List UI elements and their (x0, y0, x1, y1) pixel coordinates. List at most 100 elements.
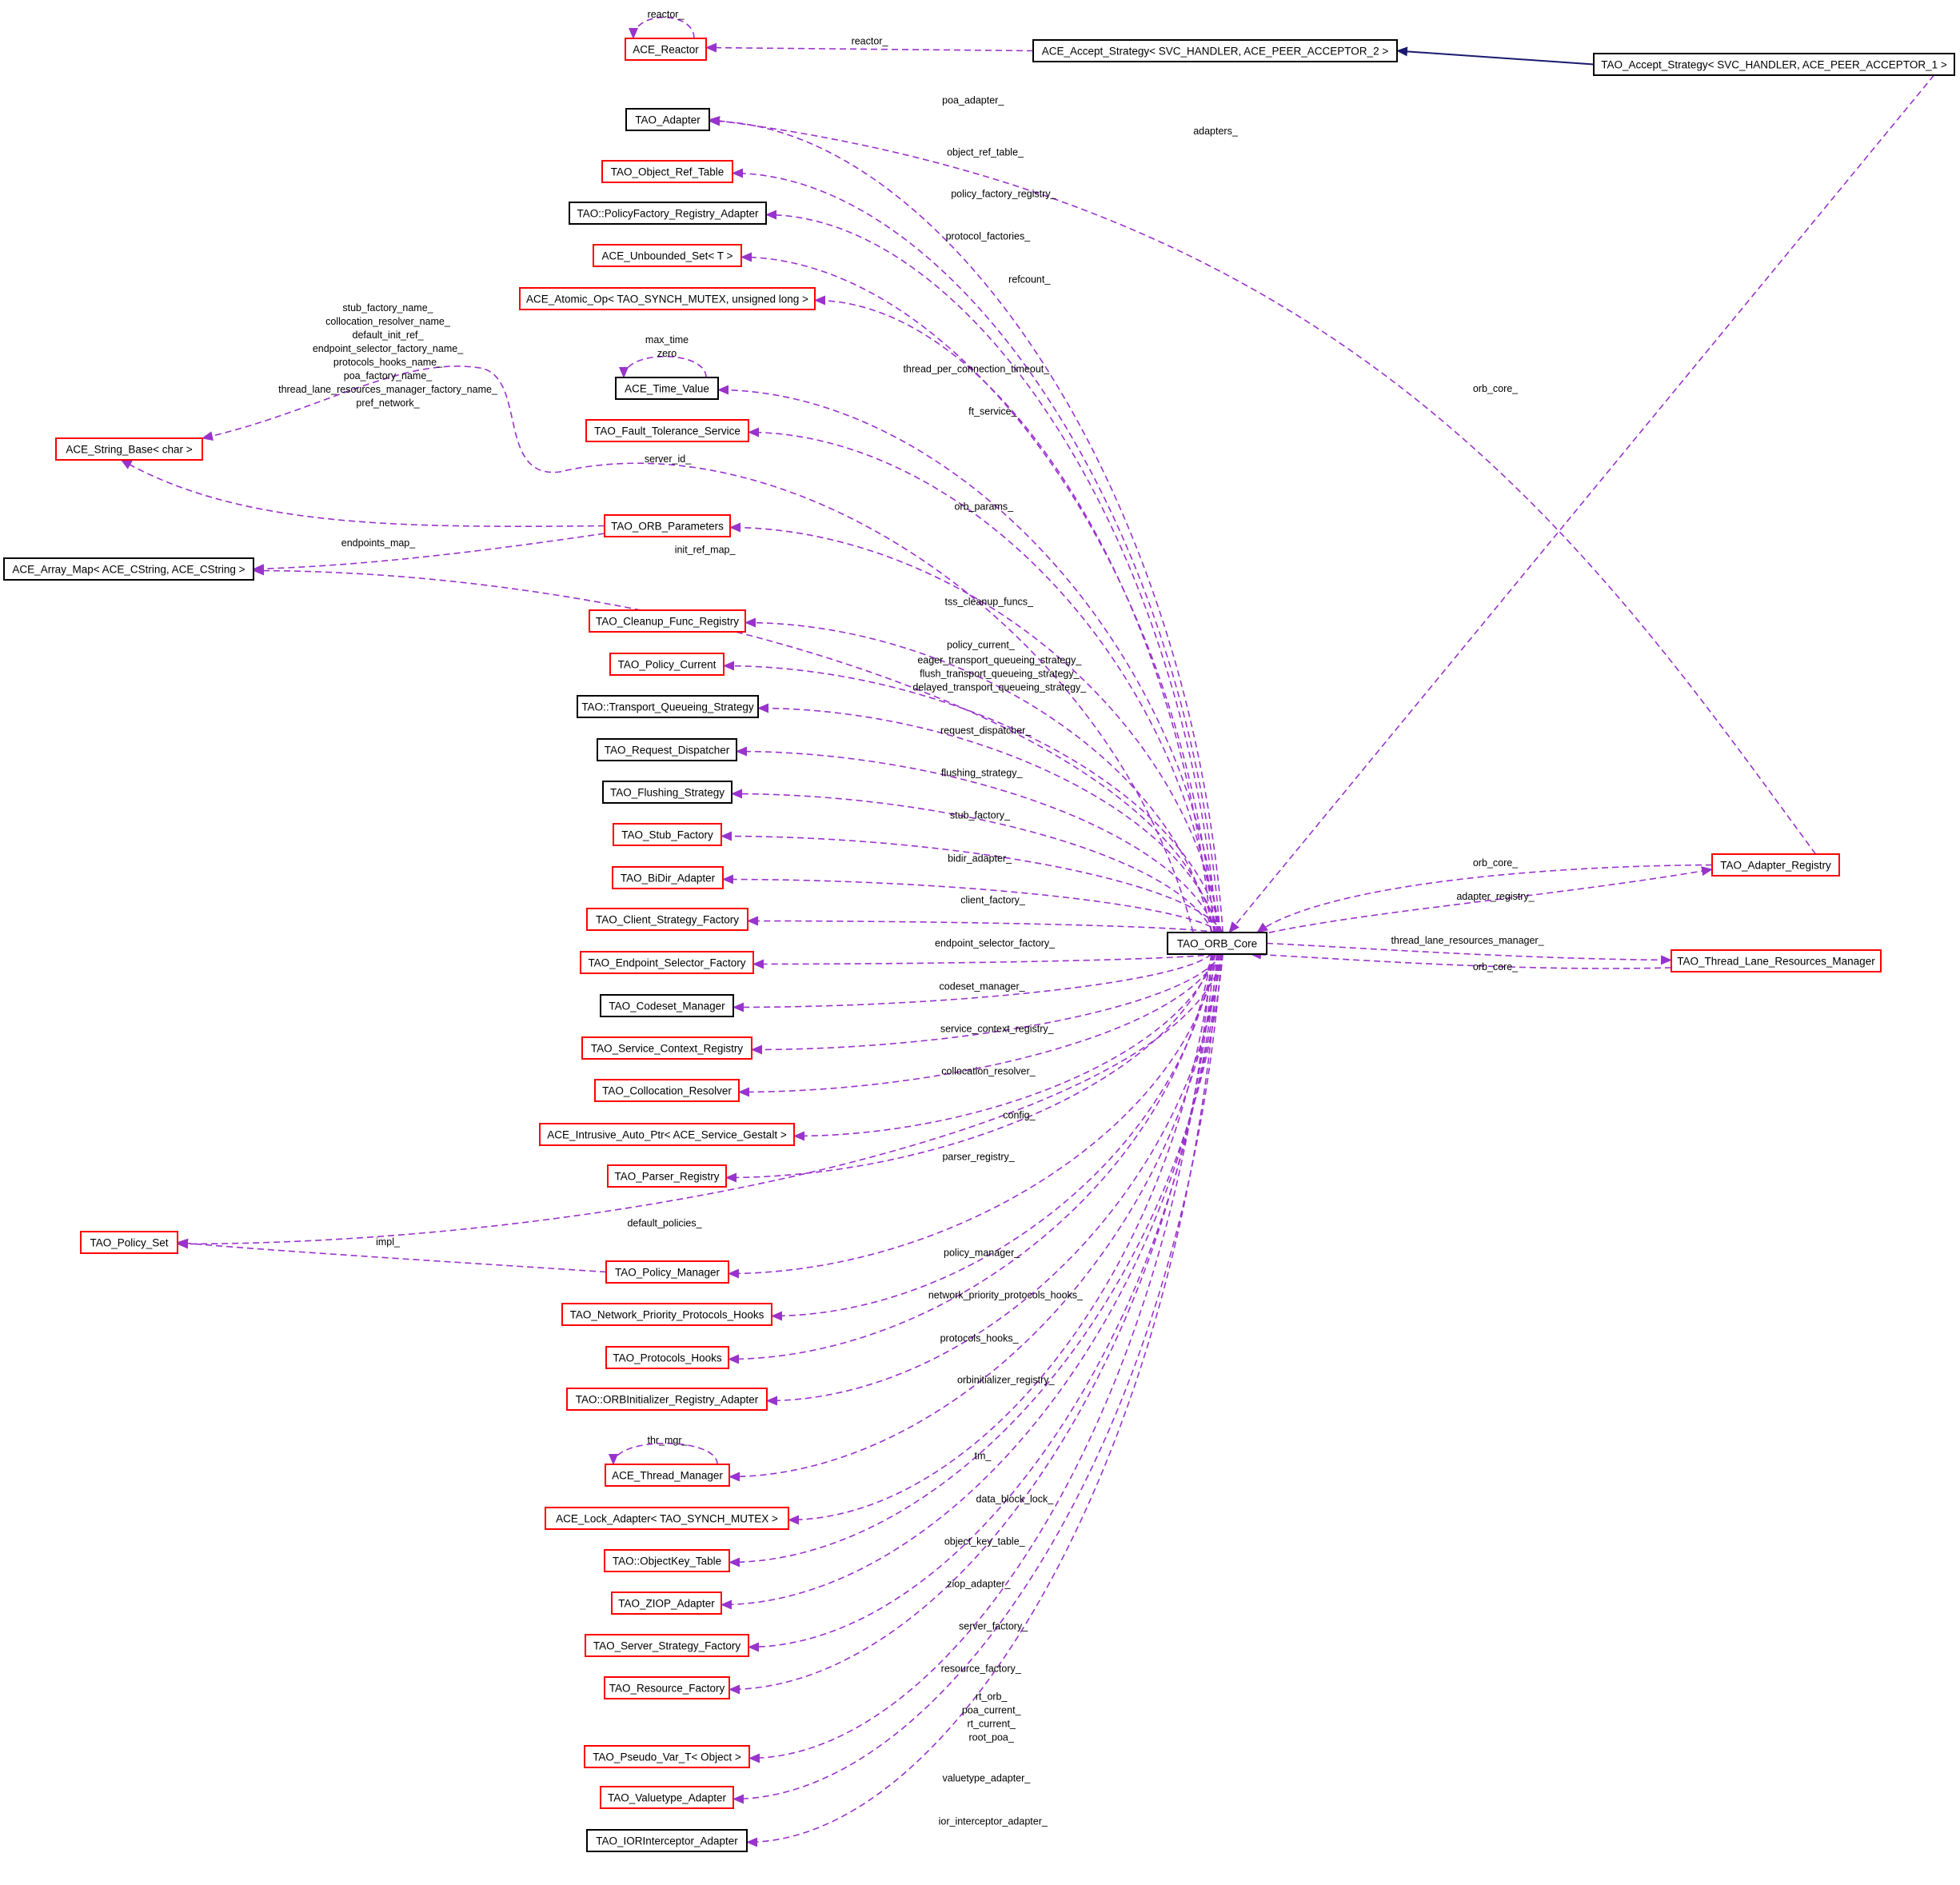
node-label: ACE_Unbounded_Set< T > (602, 250, 733, 262)
class-node-tao-adapter-registry[interactable]: TAO_Adapter_Registry (1711, 853, 1840, 877)
edge-label: client_factory_ (960, 895, 1026, 906)
class-node-ace-lock-adapter[interactable]: ACE_Lock_Adapter< TAO_SYNCH_MUTEX > (545, 1507, 789, 1530)
class-node-ace-atomic-op[interactable]: ACE_Atomic_Op< TAO_SYNCH_MUTEX, unsigned… (519, 287, 816, 310)
node-label: TAO_Stub_Factory (621, 829, 713, 841)
edge-label: zero (657, 348, 677, 359)
edge-tao-orb-core-to-ace-string-base (202, 365, 1194, 933)
edge-label: network_priority_protocols_hooks_ (928, 1290, 1084, 1301)
class-node-ace-string-base[interactable]: ACE_String_Base< char > (55, 437, 203, 461)
class-node-ace-time-value[interactable]: ACE_Time_Value (615, 377, 719, 400)
class-node-tao-bidir-adapter[interactable]: TAO_BiDir_Adapter (612, 866, 724, 889)
edge-label: eager_transport_queueing_strategy_ (917, 655, 1082, 666)
class-node-orbinitializer-registry-adapter[interactable]: TAO::ORBInitializer_Registry_Adapter (566, 1388, 768, 1411)
node-label: ACE_Atomic_Op< TAO_SYNCH_MUTEX, unsigned… (526, 294, 808, 306)
class-node-ace-array-map[interactable]: ACE_Array_Map< ACE_CString, ACE_CString … (3, 557, 254, 581)
edge-tao-orb-parameters-to-ace-array-map (253, 533, 605, 574)
class-node-tao-parser-registry[interactable]: TAO_Parser_Registry (607, 1164, 727, 1188)
class-node-transport-queueing-strategy[interactable]: TAO::Transport_Queueing_Strategy (577, 695, 759, 718)
class-node-tao-policy-set[interactable]: TAO_Policy_Set (80, 1231, 178, 1254)
class-node-tao-policy-manager[interactable]: TAO_Policy_Manager (605, 1260, 729, 1284)
edge-tao-orb-core-to-tao-server-strategy-factory (748, 953, 1218, 1652)
edge-tao-orb-core-to-ace-time-value (717, 385, 1220, 933)
class-node-ace-intrusive-auto-ptr[interactable]: ACE_Intrusive_Auto_Ptr< ACE_Service_Gest… (539, 1123, 795, 1146)
class-node-tao-request-dispatcher[interactable]: TAO_Request_Dispatcher (597, 738, 737, 761)
edge-label: thread_per_connection_timeout_ (903, 364, 1050, 375)
class-node-tao-network-priority-protocols-hooks[interactable]: TAO_Network_Priority_Protocols_Hooks (561, 1303, 772, 1326)
edge-label: rt_orb_ (976, 1691, 1008, 1703)
node-label: TAO_Codeset_Manager (609, 1000, 725, 1012)
node-label: TAO_Protocols_Hooks (613, 1352, 722, 1364)
class-node-tao-flushing-strategy[interactable]: TAO_Flushing_Strategy (602, 781, 733, 804)
edge-label: flushing_strategy_ (941, 768, 1024, 779)
node-box (566, 1388, 768, 1411)
class-node-tao-protocols-hooks[interactable]: TAO_Protocols_Hooks (605, 1346, 729, 1369)
class-node-tao-valuetype-adapter[interactable]: TAO_Valuetype_Adapter (600, 1786, 734, 1809)
class-node-tao-client-strategy-factory[interactable]: TAO_Client_Strategy_Factory (586, 908, 748, 931)
edge-label: reactor_ (852, 36, 889, 47)
class-node-tao-accept-strategy[interactable]: TAO_Accept_Strategy< SVC_HANDLER, ACE_PE… (1593, 53, 1955, 76)
node-box (561, 1303, 772, 1326)
node-label: ACE_Thread_Manager (612, 1470, 723, 1482)
class-node-objectkey-table[interactable]: TAO::ObjectKey_Table (604, 1549, 730, 1572)
class-node-tao-adapter[interactable]: TAO_Adapter (625, 108, 710, 131)
edge-tao-orb-core-to-tao-policy-current (723, 661, 1223, 933)
node-label: TAO_Request_Dispatcher (605, 745, 730, 757)
node-box (569, 202, 767, 225)
edge-label: valuetype_adapter_ (942, 1773, 1031, 1784)
edge-tao-orb-core-to-tao-resource-factory (729, 953, 1216, 1695)
node-box (580, 951, 754, 974)
node-label: TAO_Fault_Tolerance_Service (594, 425, 740, 437)
edge-tao-orb-core-to-policyfactory-registry-adapter (765, 210, 1218, 933)
edge-tao-orb-core-to-ace-intrusive-auto-ptr (793, 953, 1216, 1141)
edge-label: protocols_hooks_name_ (333, 357, 443, 368)
node-box (585, 419, 749, 442)
edge-label: endpoints_map_ (341, 537, 416, 549)
edge-label: default_init_ref_ (353, 329, 425, 341)
class-node-ace-reactor[interactable]: ACE_Reactor (625, 38, 707, 61)
class-node-tao-orb-parameters[interactable]: TAO_ORB_Parameters (604, 514, 731, 537)
edge-tao-orb-core-to-tao-cleanup-func-registry (744, 617, 1212, 933)
class-node-tao-iorinterceptor-adapter[interactable]: TAO_IORInterceptor_Adapter (586, 1829, 748, 1852)
class-node-tao-ziop-adapter[interactable]: TAO_ZIOP_Adapter (611, 1591, 722, 1615)
node-box (586, 908, 748, 931)
node-label: TAO_Collocation_Resolver (602, 1085, 732, 1097)
class-node-tao-fault-tolerance-service[interactable]: TAO_Fault_Tolerance_Service (585, 419, 749, 442)
edge-tao-orb-core-to-tao-request-dispatcher (736, 746, 1216, 933)
node-box (605, 1260, 729, 1284)
class-node-tao-collocation-resolver[interactable]: TAO_Collocation_Resolver (594, 1079, 740, 1102)
edge-tao-orb-core-to-tao-thread-lane-resources-manager (1266, 942, 1672, 965)
class-node-tao-cleanup-func-registry[interactable]: TAO_Cleanup_Func_Registry (589, 609, 746, 633)
class-node-tao-stub-factory[interactable]: TAO_Stub_Factory (613, 823, 722, 846)
node-label: TAO_Network_Priority_Protocols_Hooks (570, 1309, 764, 1321)
edge-tao-accept-strategy-to-tao-orb-core (1228, 74, 1935, 933)
node-label: TAO_ORB_Core (1177, 938, 1257, 950)
node-label: TAO::PolicyFactory_Registry_Adapter (577, 208, 759, 220)
node-label: TAO_Service_Context_Registry (591, 1043, 744, 1055)
class-node-ace-unbounded-set[interactable]: ACE_Unbounded_Set< T > (593, 244, 742, 267)
class-node-tao-server-strategy-factory[interactable]: TAO_Server_Strategy_Factory (585, 1634, 749, 1657)
edge-label: poa_adapter_ (942, 95, 1004, 106)
edge-label: server_factory_ (959, 1621, 1028, 1632)
class-node-tao-thread-lane-resources-manager[interactable]: TAO_Thread_Lane_Resources_Manager (1671, 949, 1882, 972)
node-label: TAO_Policy_Set (90, 1237, 168, 1249)
edge-label: policy_factory_registry_ (951, 189, 1056, 200)
edge-tao-orb-core-to-tao-iorinterceptor-adapter (746, 953, 1220, 1847)
class-node-policyfactory-registry-adapter[interactable]: TAO::PolicyFactory_Registry_Adapter (569, 202, 767, 225)
node-label: ACE_Intrusive_Auto_Ptr< ACE_Service_Gest… (547, 1129, 787, 1141)
class-node-tao-service-context-registry[interactable]: TAO_Service_Context_Registry (581, 1036, 752, 1060)
node-box (586, 1829, 748, 1852)
class-node-tao-orb-core[interactable]: TAO_ORB_Core (1167, 932, 1267, 955)
class-node-tao-pseudo-var-t[interactable]: TAO_Pseudo_Var_T< Object > (584, 1745, 750, 1768)
node-box (625, 38, 707, 61)
class-node-tao-object-ref-table[interactable]: TAO_Object_Ref_Table (601, 160, 733, 183)
edge-label: codeset_manager_ (940, 981, 1026, 992)
node-label: TAO_Cleanup_Func_Registry (596, 616, 739, 628)
class-node-tao-endpoint-selector-factory[interactable]: TAO_Endpoint_Selector_Factory (580, 951, 754, 974)
node-box (593, 244, 742, 267)
class-node-ace-thread-manager[interactable]: ACE_Thread_Manager (605, 1464, 730, 1487)
class-node-tao-policy-current[interactable]: TAO_Policy_Current (609, 653, 725, 676)
class-node-tao-resource-factory[interactable]: TAO_Resource_Factory (604, 1676, 730, 1699)
class-node-ace-accept-strategy[interactable]: ACE_Accept_Strategy< SVC_HANDLER, ACE_PE… (1032, 39, 1398, 62)
node-box (539, 1123, 795, 1146)
class-node-tao-codeset-manager[interactable]: TAO_Codeset_Manager (600, 994, 734, 1017)
